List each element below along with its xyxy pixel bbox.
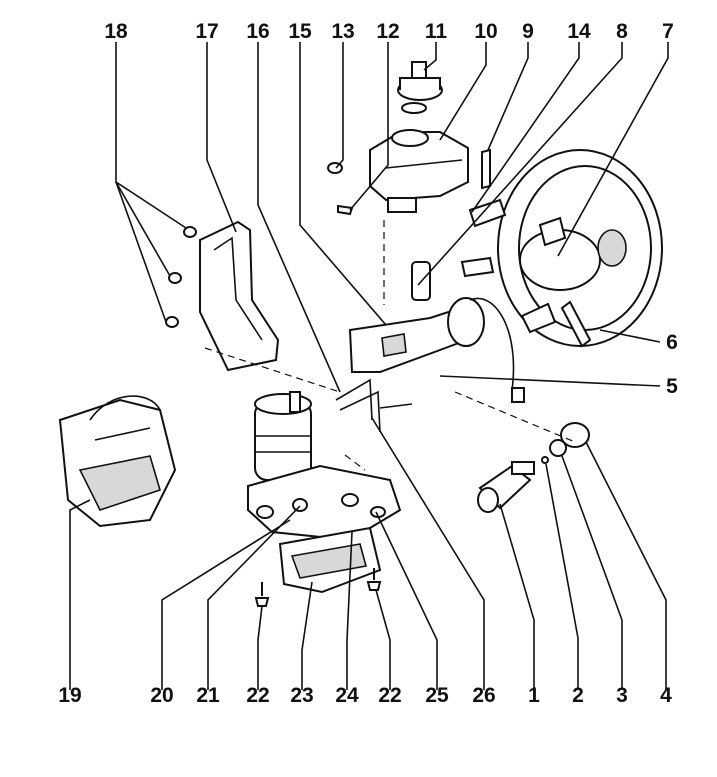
assembly-lines: [204, 220, 576, 471]
disc: [549, 439, 567, 457]
master-cylinder: [348, 297, 525, 403]
label-7: 7: [662, 20, 674, 43]
label-20: 20: [150, 684, 173, 707]
label-24: 24: [335, 684, 359, 707]
heat-shield: [199, 220, 280, 372]
reservoir-cap: [397, 61, 443, 114]
ball: [541, 456, 549, 464]
label-15: 15: [288, 20, 312, 43]
relay-box: [278, 526, 382, 594]
label-22-left: 22: [246, 684, 269, 707]
label-4: 4: [660, 684, 672, 707]
sensor: [477, 461, 535, 513]
label-14: 14: [567, 20, 591, 43]
brake-booster: [497, 149, 663, 348]
booster-bracket: [460, 198, 507, 278]
label-3: 3: [616, 684, 628, 707]
screws: [254, 568, 382, 607]
label-9: 9: [522, 20, 534, 43]
valve-block: [247, 464, 402, 542]
leader-lines: [69, 42, 669, 690]
part-numbers: 18 17 16 15 13 12 11 10 9 14 8 7 6 5 4 3…: [58, 20, 678, 707]
fluid-reservoir: [369, 129, 469, 213]
mounting-bolts: [165, 226, 197, 328]
label-8: 8: [616, 20, 628, 43]
hydraulic-unit-assembled: [58, 395, 177, 528]
label-6: 6: [666, 331, 678, 354]
label-11: 11: [425, 20, 448, 43]
clip: [327, 162, 354, 216]
pin: [481, 148, 491, 190]
label-18: 18: [104, 20, 128, 43]
label-17: 17: [195, 20, 218, 43]
label-2: 2: [572, 684, 584, 707]
label-23: 23: [290, 684, 313, 707]
o-ring: [560, 422, 590, 448]
label-26: 26: [472, 684, 495, 707]
label-19: 19: [58, 684, 81, 707]
label-21: 21: [196, 684, 220, 707]
label-22-right: 22: [378, 684, 401, 707]
label-12: 12: [376, 20, 399, 43]
label-1: 1: [528, 684, 540, 707]
label-16: 16: [246, 20, 269, 43]
brake-lines: [335, 378, 413, 433]
label-13: 13: [331, 20, 354, 43]
label-5: 5: [666, 375, 678, 398]
pump-motor: [254, 391, 312, 481]
label-25: 25: [425, 684, 449, 707]
label-10: 10: [474, 20, 497, 43]
